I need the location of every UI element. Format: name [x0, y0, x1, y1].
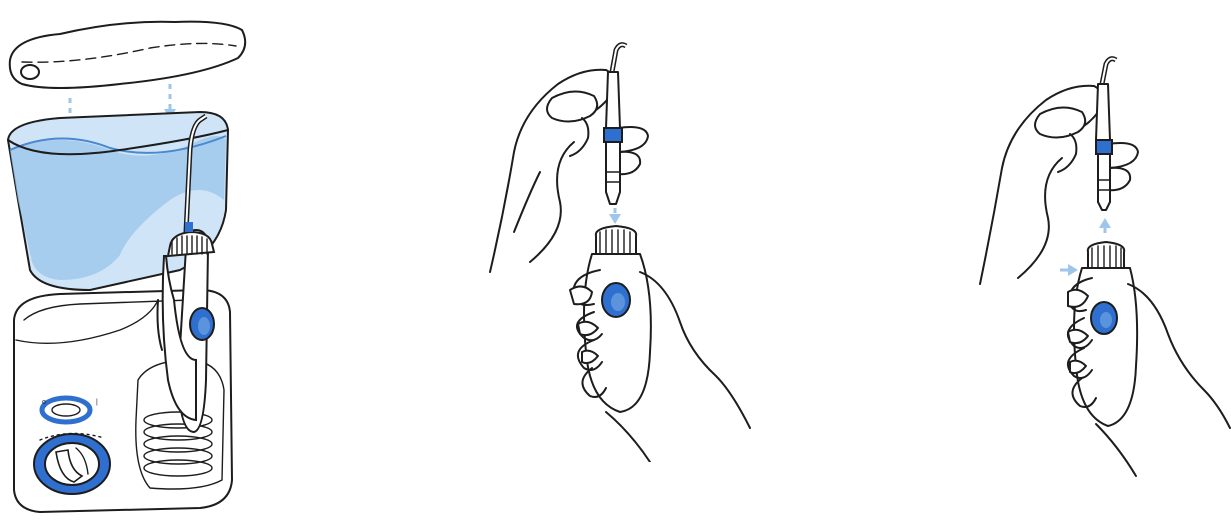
down-arrow-icon — [609, 208, 621, 224]
svg-text:o: o — [42, 399, 46, 406]
remove-tip-icon — [958, 48, 1231, 480]
svg-text:|: | — [96, 399, 98, 406]
tip-icon — [1096, 59, 1116, 210]
pressure-dial-icon — [34, 433, 110, 494]
eject-button-arrow-icon — [1060, 264, 1078, 276]
insert-tip-illustration — [470, 32, 775, 462]
tip-icon — [604, 45, 626, 204]
lid-icon — [10, 22, 245, 88]
handle-icon — [584, 226, 651, 412]
water-flosser-icon: o | — [0, 0, 270, 520]
assembly-illustration: o | — [0, 0, 270, 520]
up-arrow-icon — [1099, 218, 1111, 236]
insert-tip-icon — [470, 32, 775, 462]
remove-tip-illustration — [958, 48, 1231, 480]
power-switch-icon — [42, 398, 90, 422]
